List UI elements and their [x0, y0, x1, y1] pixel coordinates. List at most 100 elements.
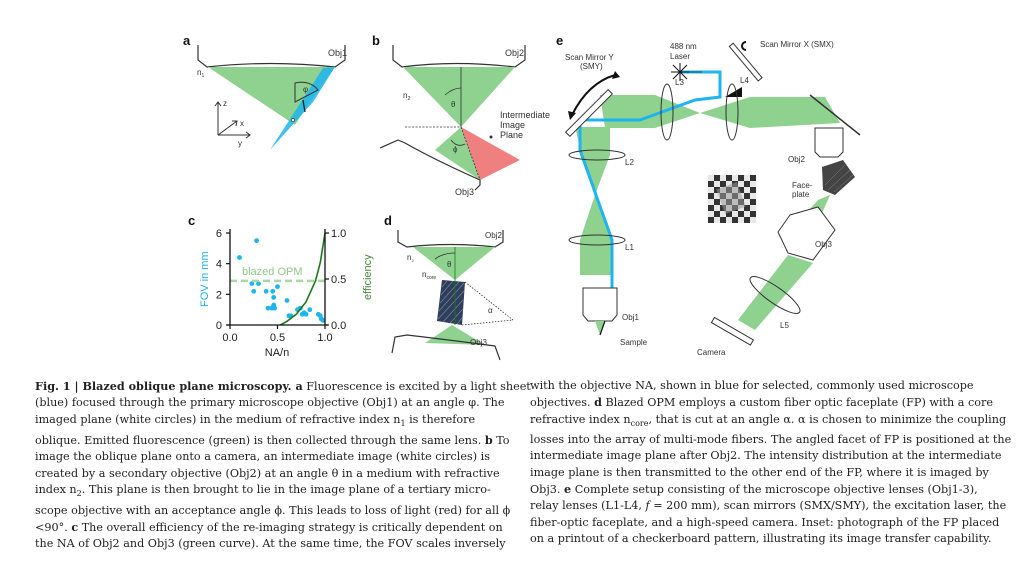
caption-right-column: with the objective NA, shown in blue for…: [530, 378, 1012, 547]
panel-b-label: b: [372, 33, 380, 48]
caption-left-column: Fig. 1 | Blazed oblique plane microscopy…: [35, 378, 531, 552]
obj2-label-e: Obj2: [788, 155, 805, 164]
obj2-lens-outline: [392, 45, 526, 68]
y-axis-label-right: efficiency: [362, 254, 374, 300]
checker-square: [750, 205, 756, 211]
panel-e-label: e: [556, 33, 564, 48]
objective-obj2: [814, 127, 844, 158]
obj1-label: Obj1: [328, 48, 347, 58]
fov-data-point: [263, 288, 269, 294]
objective-obj1: [582, 287, 618, 322]
smy-label-1: Scan Mirror Y: [565, 53, 614, 62]
caption-line: fiber-optic faceplate, and a high-speed …: [530, 515, 1000, 529]
checker-square: [732, 217, 738, 223]
n2-d-label: n2: [407, 253, 414, 263]
theta-d-label: θ: [447, 260, 452, 269]
checker-square: [708, 181, 714, 187]
laser-label-1: 488 nm: [670, 42, 697, 51]
sample-label: Sample: [620, 338, 648, 347]
x-tick-label: 1.0: [317, 332, 332, 344]
panel-d-label: d: [384, 213, 392, 228]
l1-label: L1: [625, 243, 634, 252]
fov-data-point: [270, 288, 276, 294]
checker-square: [744, 205, 750, 211]
checker-square: [750, 199, 756, 205]
caption-line: Fig. 1 | Blazed oblique plane microscopy…: [35, 379, 531, 393]
checker-square: [750, 211, 756, 217]
panel-a-label: a: [183, 33, 191, 48]
n1-label: n1: [197, 68, 204, 79]
checker-square: [708, 175, 714, 181]
y-tick-label-left: 0: [216, 320, 222, 332]
checker-square: [750, 217, 756, 223]
checker-square: [732, 175, 738, 181]
angle-phi-arc: [294, 81, 319, 103]
l3-label: L3: [675, 78, 684, 87]
checker-square: [714, 193, 720, 199]
checker-square: [708, 193, 714, 199]
checker-square: [726, 217, 732, 223]
caption-line: (blue) focused through the primary micro…: [35, 396, 505, 410]
caption-line: with the objective NA, shown in blue for…: [530, 379, 974, 392]
checker-square: [750, 193, 756, 199]
checker-square: [744, 175, 750, 181]
axis-y-label: y: [238, 139, 242, 148]
checker-square: [744, 181, 750, 187]
checker-square: [708, 187, 714, 193]
y-axis-label-left: FOV in mm: [199, 251, 211, 307]
caption-line: oblique. Emitted fluorescence (green) is…: [35, 433, 510, 448]
caption-line: image the oblique plane onto a camera, a…: [35, 450, 490, 464]
fov-data-point: [251, 288, 257, 294]
obj3-lens-outline: [379, 139, 481, 191]
lens-l5: [749, 276, 801, 314]
theta-label: θ: [451, 100, 456, 109]
caption-line: on a printout of a checkerboard pattern,…: [530, 531, 992, 545]
faceplate-label-1: Face-: [792, 181, 813, 190]
lens-l2: [568, 149, 626, 161]
checker-square: [720, 181, 726, 187]
checker-square: [708, 217, 714, 223]
l2-label: L2: [625, 158, 634, 167]
fov-data-point: [284, 298, 290, 303]
smy-rotation-arrow: [571, 74, 616, 116]
smx-label: Scan Mirror X (SMX): [760, 40, 834, 49]
l4-label: L4: [740, 76, 749, 85]
x-tick-label: 0.0: [222, 332, 237, 344]
fov-data-point: [272, 305, 278, 311]
caption-line: losses into the array of multi-mode fibe…: [530, 433, 1012, 447]
checker-square: [708, 199, 714, 205]
checker-square: [720, 211, 726, 217]
efficiency-curve: [279, 232, 326, 326]
intermediate-plane-label-1: Intermediate: [500, 110, 550, 120]
objective-obj3: [777, 206, 836, 261]
faceplate-overlay: [716, 182, 746, 214]
checker-square: [738, 211, 744, 217]
obj1-label-e: Obj1: [622, 313, 639, 322]
scan-mirror-x: [728, 42, 763, 82]
scan-mirror-y: [564, 88, 614, 138]
checker-square: [750, 181, 756, 187]
y-tick-label-left: 6: [216, 228, 222, 240]
dichroic-mirror: [809, 94, 861, 136]
obj1-lens-outline: [197, 45, 346, 68]
laser-icon: [671, 63, 689, 81]
checker-square: [720, 175, 726, 181]
axes-icon: [214, 101, 251, 139]
obj3-label-e: Obj3: [815, 240, 832, 249]
smx-rotation-arrow: [741, 41, 747, 51]
checker-square: [738, 187, 744, 193]
checker-square: [744, 187, 750, 193]
caption-line: scope objective with an acceptance angle…: [35, 503, 511, 517]
fov-data-point: [320, 318, 326, 323]
caption-line: objectives. d Blazed OPM employs a custo…: [530, 395, 993, 410]
checker-square: [726, 175, 732, 181]
intermediate-plane-label-2: Image: [500, 120, 525, 130]
fov-data-point: [254, 238, 259, 244]
x-tick-label: 0.5: [270, 332, 285, 344]
laser-label-2: Laser: [670, 52, 690, 61]
y-tick-label-right: 0.5: [331, 274, 346, 286]
panel-e-diagram: Scan Mirror Y (SMY) Scan Mirror X (SMX) …: [564, 40, 861, 357]
panel-b-diagram: θ ϕ Obj2 Obj3 n2 Intermediate Image Plan…: [379, 45, 550, 197]
fov-data-point: [265, 305, 271, 311]
